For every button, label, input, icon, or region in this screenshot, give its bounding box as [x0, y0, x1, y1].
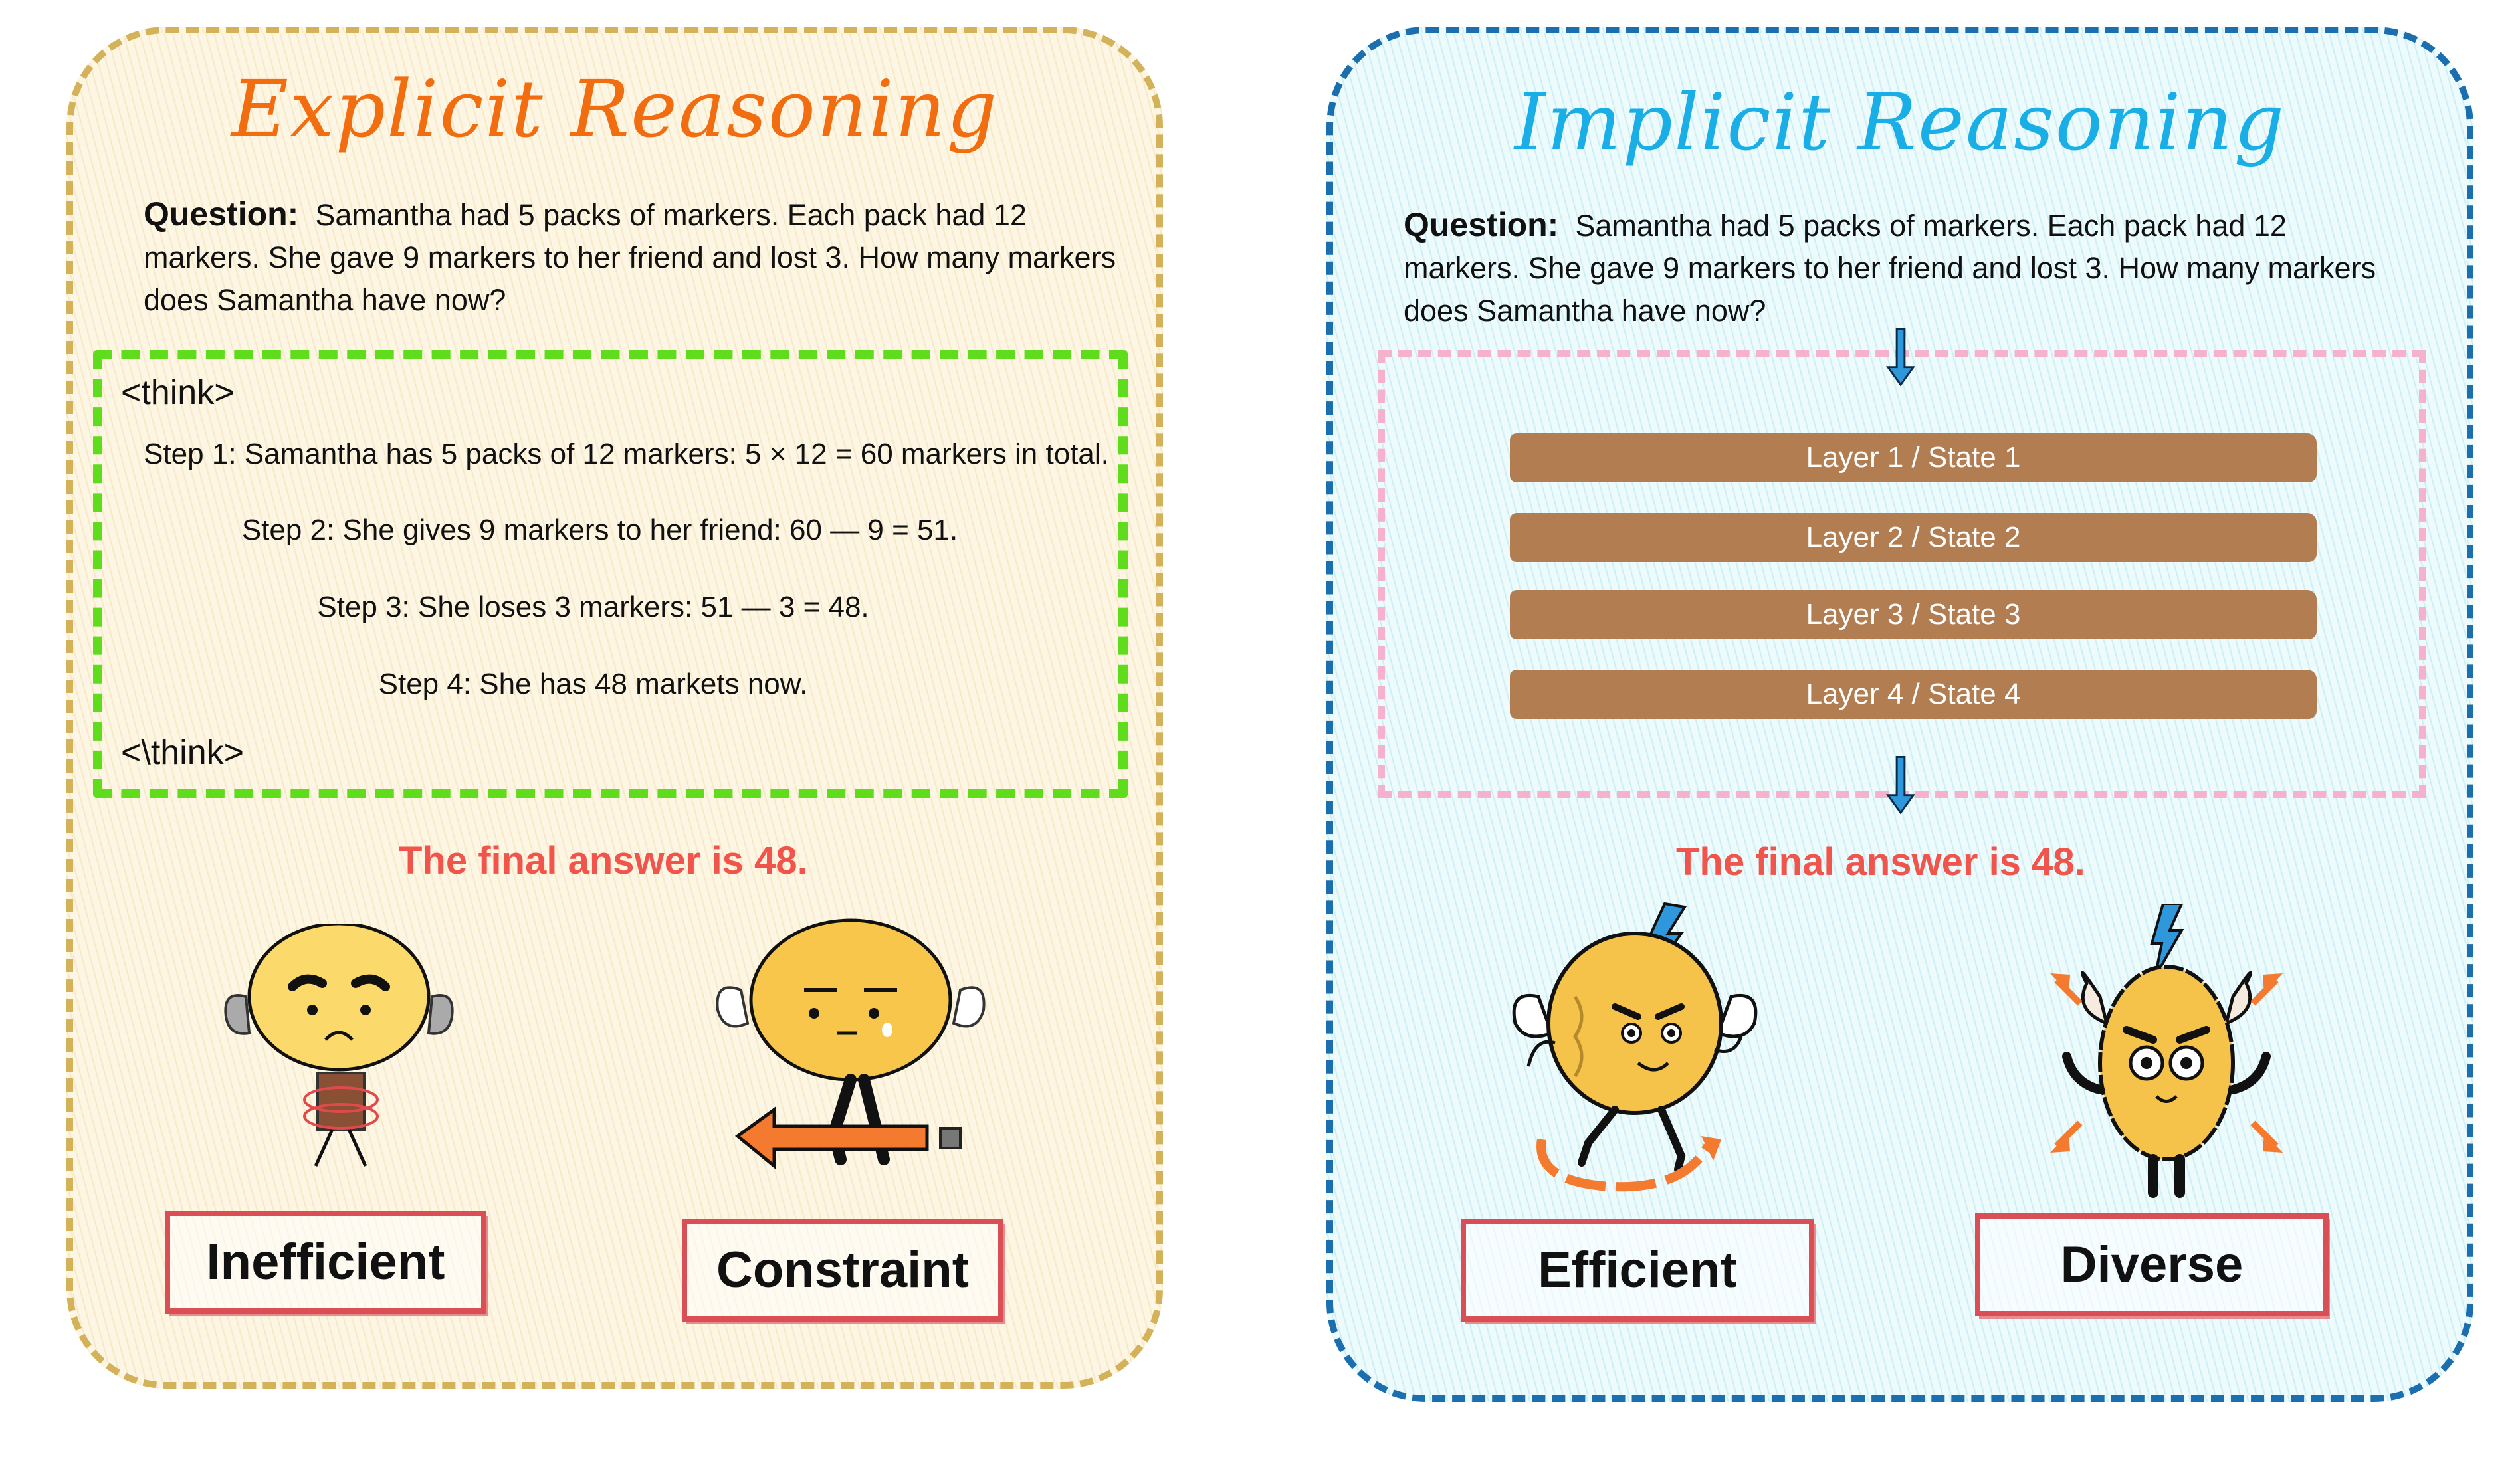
layer-4: Layer 4 / State 4 — [1510, 670, 2317, 719]
explicit-final-answer: The final answer is 48. — [399, 839, 808, 882]
layer-1: Layer 1 / State 1 — [1510, 433, 2317, 482]
arrow-down-icon — [1886, 328, 1915, 387]
layer-3: Layer 3 / State 3 — [1510, 590, 2317, 639]
inefficient-label: Inefficient — [165, 1211, 486, 1314]
hidden-layers-box — [1378, 350, 2426, 798]
question-label: Question: — [1404, 206, 1559, 243]
sad-brain-character-icon — [224, 924, 454, 1167]
question-text: Samantha had 5 packs of markers. Each pa… — [144, 198, 1116, 317]
question-text: Samantha had 5 packs of markers. Each pa… — [1404, 209, 2376, 328]
think-open-tag: <think> — [121, 373, 235, 412]
constraint-label: Constraint — [682, 1219, 1003, 1322]
step-2: Step 2: She gives 9 markers to her frien… — [241, 514, 958, 546]
layer-2: Layer 2 / State 2 — [1510, 513, 2317, 562]
implicit-title: Implicit Reasoning — [1514, 76, 2286, 168]
running-brain-character-icon — [1512, 902, 1758, 1192]
explicit-question: Question: Samantha had 5 packs of marker… — [144, 193, 1140, 322]
diverse-label: Diverse — [1975, 1213, 2329, 1316]
step-4: Step 4: She has 48 markets now. — [378, 668, 808, 700]
implicit-final-answer: The final answer is 48. — [1676, 840, 2085, 884]
step-3: Step 3: She loses 3 markers: 51 — 3 = 48… — [317, 591, 869, 623]
question-label: Question: — [144, 195, 299, 233]
explicit-title: Explicit Reasoning — [231, 63, 999, 155]
explicit-reasoning-panel — [66, 27, 1163, 1389]
think-close-tag: <\think> — [121, 734, 245, 772]
efficient-label: Efficient — [1461, 1219, 1814, 1322]
step-1: Step 1: Samantha has 5 packs of 12 marke… — [144, 438, 1109, 470]
walking-character-icon — [716, 918, 986, 1170]
diverse-brain-character-icon — [2050, 904, 2283, 1198]
think-box: <think> Step 1: Samantha has 5 packs of … — [93, 350, 1128, 798]
implicit-question: Question: Samantha had 5 packs of marker… — [1404, 203, 2400, 332]
arrow-down-icon — [1886, 756, 1915, 815]
